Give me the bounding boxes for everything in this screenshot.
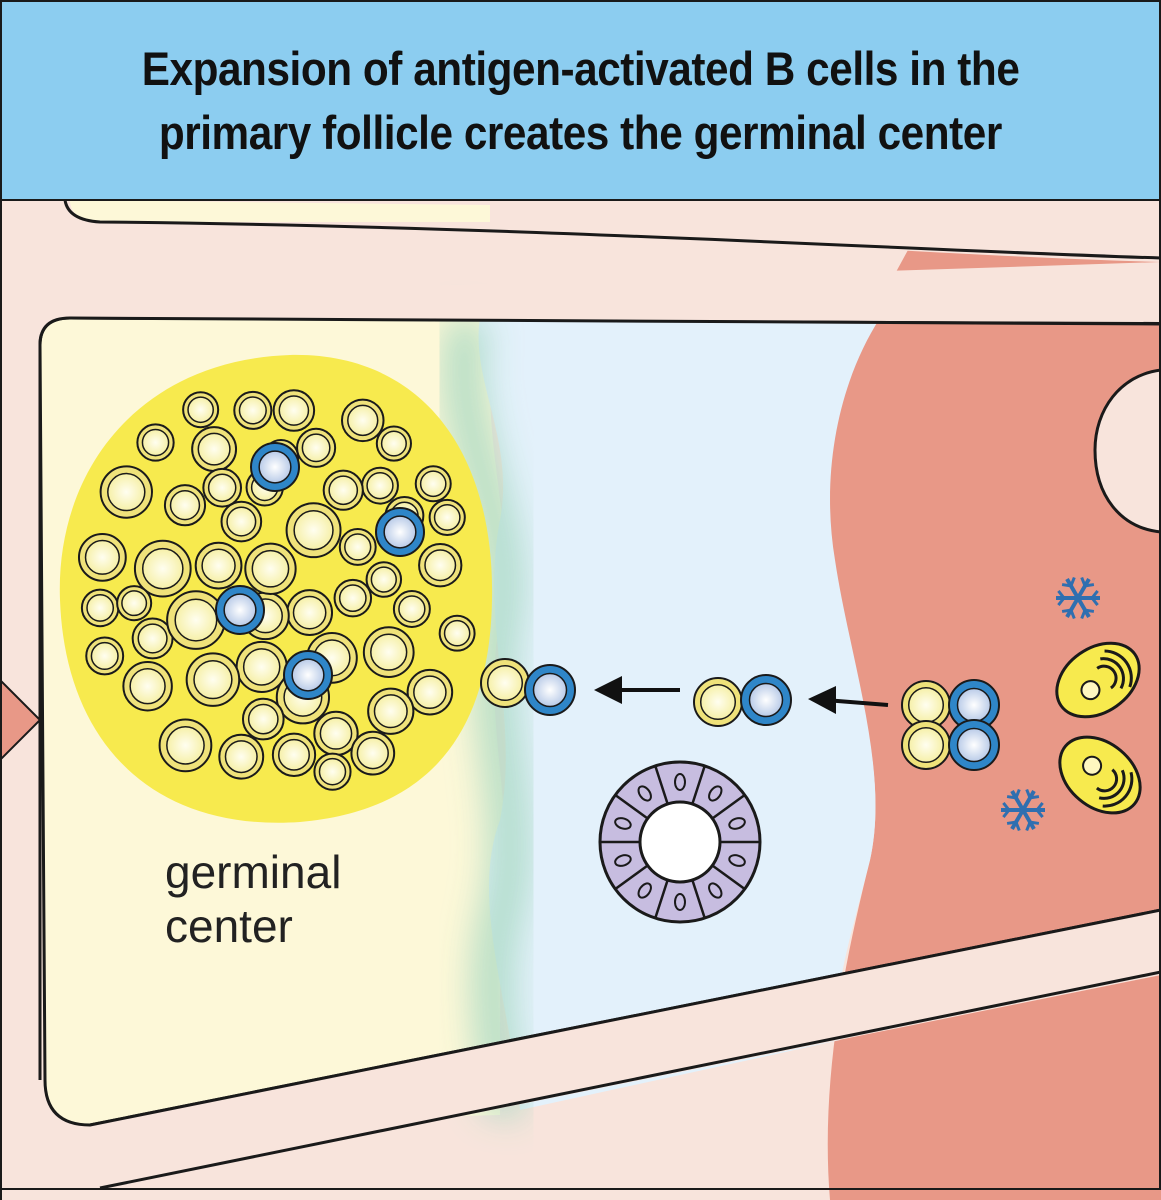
- b-cell: [131, 617, 174, 660]
- b-cell: [191, 426, 238, 473]
- b-cell: [418, 543, 463, 588]
- upper-trabecula-inner: [70, 200, 490, 222]
- b-cell: [85, 636, 125, 676]
- title-line-2: primary follicle creates the germinal ce…: [158, 105, 1003, 159]
- b-cell: [163, 484, 207, 527]
- follicle-boundary: [443, 314, 530, 1121]
- b-cell: [338, 528, 377, 566]
- b-cell: [428, 498, 466, 537]
- b-cell: [693, 677, 743, 727]
- b-cell: [202, 467, 243, 508]
- b-cell: [350, 730, 396, 776]
- b-cell: [271, 732, 317, 777]
- b-cell: [136, 423, 175, 462]
- b-cell: [116, 585, 153, 622]
- b-cell: [286, 589, 334, 636]
- b-cell: [244, 542, 297, 595]
- b-cell: [375, 425, 412, 462]
- germinal-center-label-line2: center: [165, 900, 293, 952]
- b-cell: [365, 561, 403, 598]
- b-cell: [313, 752, 352, 791]
- follicle-outline-left: [38, 344, 1161, 1127]
- t-cell: [250, 442, 300, 492]
- b-cell: [158, 718, 213, 773]
- lower-trabecula: [90, 910, 1161, 1185]
- t-cell: [283, 650, 333, 700]
- b-cell: [296, 427, 337, 468]
- t-cell: [740, 674, 792, 726]
- t-cell: [948, 719, 1000, 771]
- b-cell: [322, 469, 364, 511]
- title-banner: Expansion of antigen-activated B cells i…: [0, 0, 1161, 201]
- b-cell: [194, 541, 243, 590]
- b-cell: [182, 391, 220, 429]
- lower-trabecula-outline-top: [89, 908, 1161, 1127]
- b-cell: [133, 539, 192, 598]
- cytokine-snowflake-icon: [1001, 576, 1100, 832]
- cytokine-snowflake-icon: [1056, 576, 1100, 620]
- b-cell: [480, 658, 530, 708]
- b-cell: [901, 720, 951, 770]
- t-cell: [524, 664, 576, 716]
- b-cell: [392, 590, 431, 628]
- b-cell: [77, 532, 127, 582]
- follicle-outline-redraw: [38, 316, 1161, 1080]
- b-cell: [406, 668, 454, 716]
- trabecula-band: [0, 262, 1161, 345]
- upper-trabecula-outline: [63, 199, 1161, 260]
- lower-trabecula-outline-bottom: [99, 970, 1161, 1190]
- b-cell: [233, 390, 273, 430]
- t-zone-region: [478, 318, 880, 1110]
- b-cell: [414, 465, 452, 503]
- b-cell: [438, 614, 476, 652]
- b-cell: [285, 502, 342, 559]
- b-cell: [901, 680, 951, 730]
- b-cell: [272, 389, 316, 432]
- germinal-center-label-line1: germinal: [165, 846, 341, 898]
- b-cell: [241, 697, 285, 741]
- b-cell: [333, 578, 373, 618]
- germinal-center-cells: [77, 389, 476, 791]
- b-cell: [340, 398, 385, 443]
- b-cell: [362, 626, 415, 679]
- t-cell: [375, 507, 425, 557]
- b-cell: [80, 588, 120, 628]
- cytokine-snowflake-icon: [1001, 788, 1045, 832]
- b-cell: [361, 466, 399, 505]
- b-cell: [122, 660, 173, 712]
- title-line-1: Expansion of antigen-activated B cells i…: [141, 41, 1020, 95]
- b-cell: [218, 733, 265, 780]
- sinus-semicircle: [1093, 368, 1161, 534]
- high-endothelial-venule: [598, 760, 762, 924]
- migrating-cells: [480, 658, 1000, 771]
- b-cell: [166, 590, 226, 650]
- b-cell: [185, 652, 241, 707]
- t-cell: [215, 585, 265, 635]
- dendritic-cell-icon: [1058, 735, 1142, 815]
- b-cell: [367, 687, 415, 735]
- dendritic-cell-icon: [1055, 641, 1141, 719]
- b-cell: [313, 710, 359, 757]
- left-notch: [0, 678, 42, 762]
- b-cell: [220, 500, 263, 543]
- b-cell: [99, 465, 153, 519]
